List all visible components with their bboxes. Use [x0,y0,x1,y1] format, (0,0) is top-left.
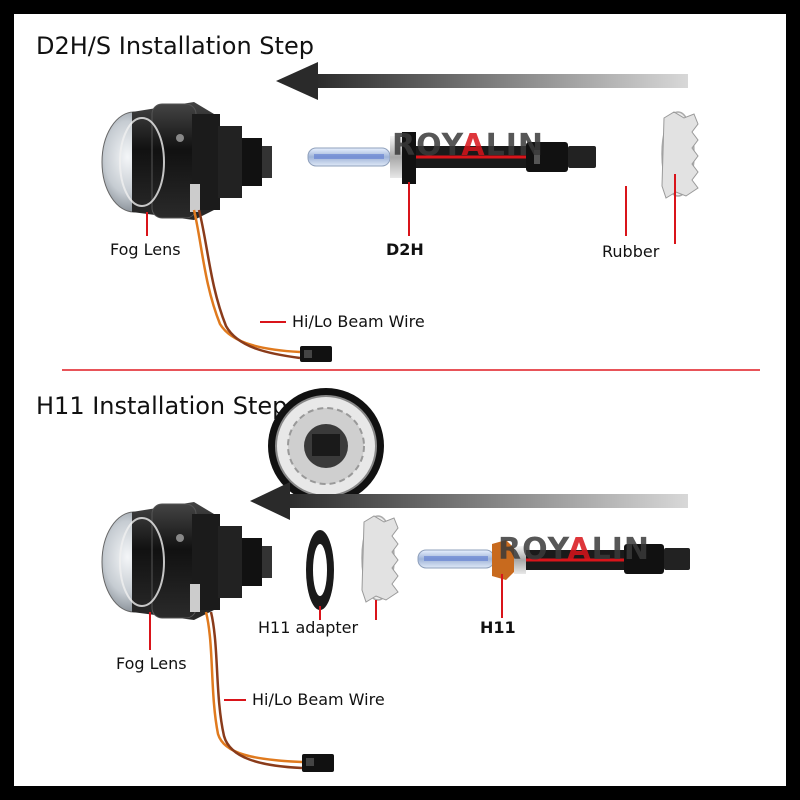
h11-adapter-ring [306,530,334,610]
installation-diagram: D2H/S Installation Step H11 Installation… [14,14,786,786]
fog-lens-label-bottom: Fog Lens [116,654,187,673]
h11-socket-inset [268,388,384,504]
bottom-direction-arrow [250,482,688,520]
h11-adapter-label: H11 adapter [258,618,359,637]
h11-bulb-assembly [417,540,690,580]
rubber-label: Rubber [602,242,660,261]
top-rubber-ring [661,111,699,199]
top-direction-arrow [276,62,688,100]
bottom-fog-lens-projector [101,502,272,620]
d2h-bulb-assembly [307,132,596,184]
bottom-rubber-ring [361,515,399,603]
d2h-label: D2H [386,240,424,259]
fog-lens-label-top: Fog Lens [110,240,181,259]
brand-watermark-bottom: ROYALIN [498,532,650,567]
bottom-beam-wire [204,611,334,772]
brand-watermark-top: ROYALIN [392,128,544,163]
d2h-section-title: D2H/S Installation Step [36,32,314,60]
top-fog-lens-projector [101,102,272,220]
top-beam-wire [192,209,332,362]
diagram-graphics [62,62,760,772]
h11-section-title: H11 Installation Step [36,392,288,420]
beam-wire-label-bottom: Hi/Lo Beam Wire [252,690,385,709]
h11-label: H11 [480,618,516,637]
beam-wire-label-top: Hi/Lo Beam Wire [292,312,425,331]
